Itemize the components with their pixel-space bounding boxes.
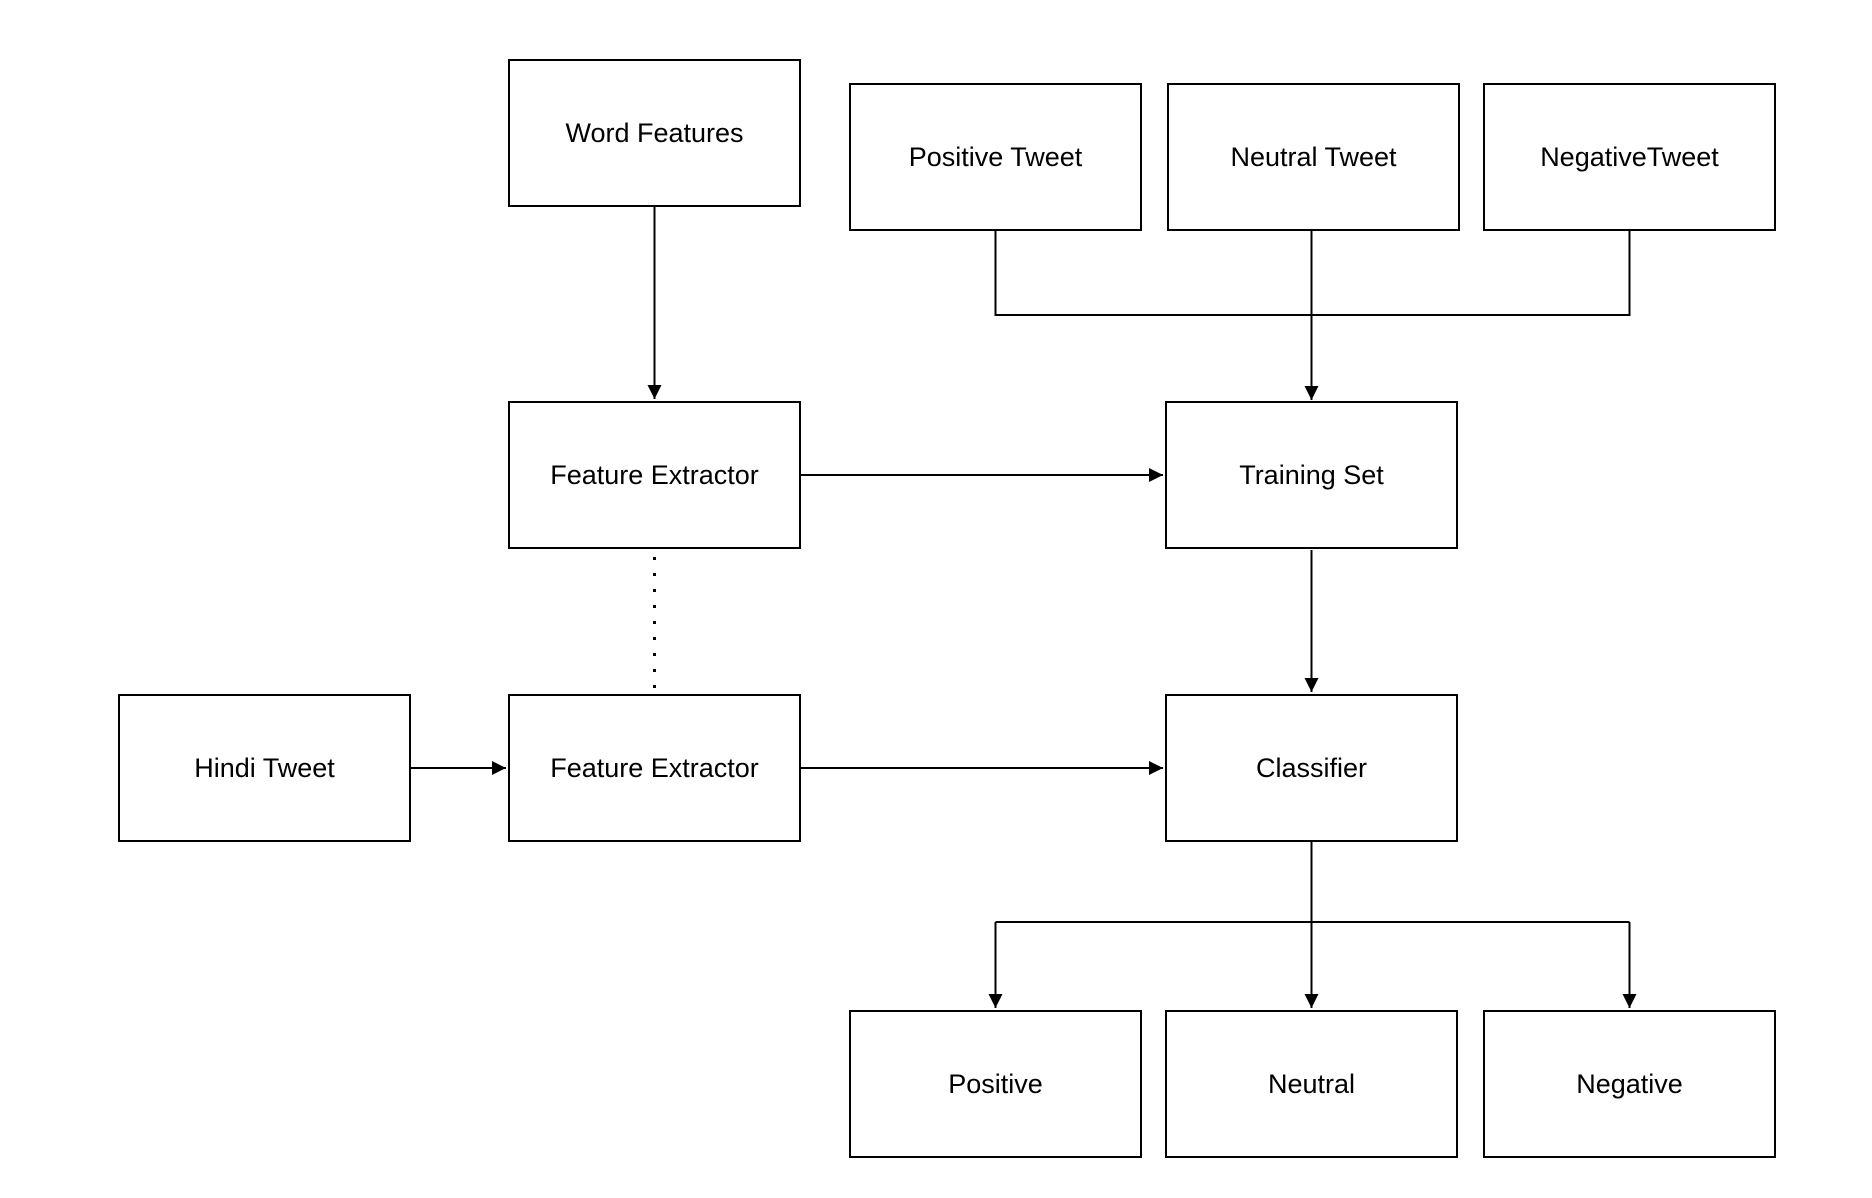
node-negative-result: Negative: [1483, 1010, 1776, 1158]
node-positive-result: Positive: [849, 1010, 1142, 1158]
node-training-set: Training Set: [1165, 401, 1458, 549]
node-neutral-tweet: Neutral Tweet: [1167, 83, 1460, 231]
node-feature-extractor-bottom: Feature Extractor: [508, 694, 801, 842]
node-positive-tweet: Positive Tweet: [849, 83, 1142, 231]
node-classifier: Classifier: [1165, 694, 1458, 842]
node-neutral-result: Neutral: [1165, 1010, 1458, 1158]
node-feature-extractor-top: Feature Extractor: [508, 401, 801, 549]
node-hindi-tweet: Hindi Tweet: [118, 694, 411, 842]
node-word-features: Word Features: [508, 59, 801, 207]
node-negative-tweet: NegativeTweet: [1483, 83, 1776, 231]
